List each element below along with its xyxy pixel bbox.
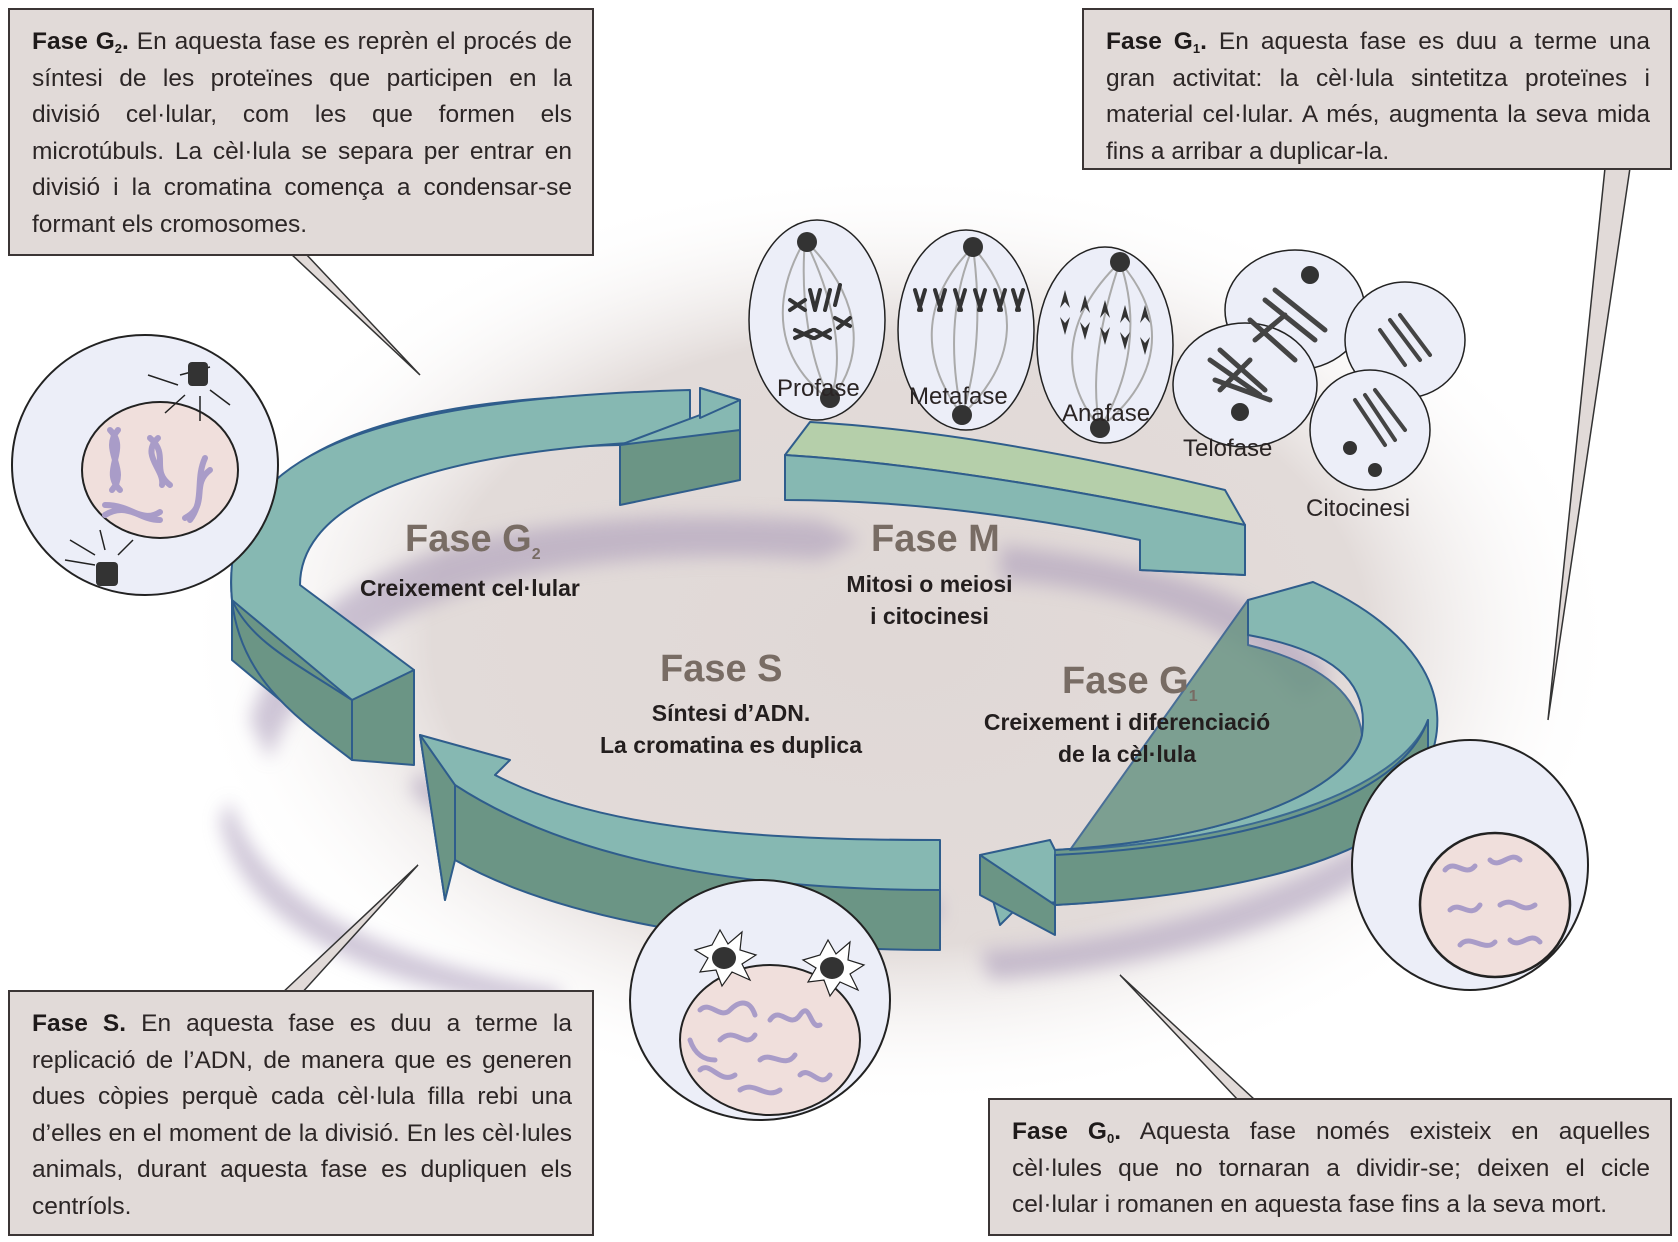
centriole-icon bbox=[801, 938, 866, 998]
cell-s bbox=[629, 879, 891, 1121]
stage-label-citocinesi: Citocinesi bbox=[1306, 495, 1411, 522]
cell-profase bbox=[748, 219, 886, 421]
callout-title: Fase S. bbox=[32, 1010, 127, 1037]
phase-s-title: Fase S bbox=[660, 648, 783, 690]
callout-text: En aquesta fase es duu a terme la replic… bbox=[32, 1010, 572, 1220]
callout-text: En aquesta fase es reprèn el procés de s… bbox=[32, 28, 572, 238]
callout-fase-s: Fase S. En aquesta fase es duu a terme l… bbox=[8, 990, 594, 1236]
cell-anafase bbox=[1036, 246, 1174, 444]
callout-title: Fase G0. bbox=[1012, 1118, 1122, 1146]
phase-g1-title: Fase G1 bbox=[1062, 660, 1198, 705]
phase-g2-description: Creixement cel·lular bbox=[360, 575, 580, 601]
callout-title: Fase G2. bbox=[32, 28, 129, 56]
arrow-g2 bbox=[230, 387, 741, 766]
cell-telofase bbox=[1172, 249, 1366, 448]
phase-g1-description: Creixement i diferenciació de la cèl·lul… bbox=[983, 709, 1271, 767]
cell-g2 bbox=[11, 334, 279, 596]
stage-label-profase: Profase bbox=[777, 375, 860, 402]
callout-title: Fase G1. bbox=[1106, 28, 1207, 56]
stage-label-metafase: Metafase bbox=[909, 383, 1008, 410]
callout-fase-g2: Fase G2. En aquesta fase es reprèn el pr… bbox=[8, 8, 594, 256]
centriole-icon bbox=[64, 529, 134, 586]
stage-label-telofase: Telofase bbox=[1183, 435, 1273, 462]
callout-fase-g0: Fase G0. Aquesta fase només existeix en … bbox=[988, 1098, 1672, 1236]
phase-g2-title: Fase G2 bbox=[405, 518, 541, 563]
phase-s-description: Síntesi d’ADN. La cromatina es duplica bbox=[599, 700, 863, 758]
arrow-m bbox=[784, 421, 1246, 576]
cell-citocinesi bbox=[1309, 281, 1466, 491]
phase-m-title: Fase M bbox=[871, 518, 1000, 560]
cell-metafase bbox=[897, 229, 1035, 431]
callout-text: En aquesta fase es duu a terme una gran … bbox=[1106, 28, 1650, 165]
centriole-icon bbox=[147, 362, 231, 421]
phase-m-description: Mitosi o meiosi i citocinesi bbox=[846, 571, 1013, 629]
callout-fase-g1: Fase G1. En aquesta fase es duu a terme … bbox=[1082, 8, 1672, 170]
stage-label-anafase: Anafase bbox=[1062, 400, 1151, 427]
callout-text: Aquesta fase només existeix en aquelles … bbox=[1012, 1118, 1650, 1218]
arrow-g1 bbox=[979, 581, 1439, 936]
centriole-icon bbox=[693, 928, 758, 988]
callout-pointers bbox=[278, 167, 1631, 1101]
cell-g0 bbox=[1351, 739, 1589, 991]
